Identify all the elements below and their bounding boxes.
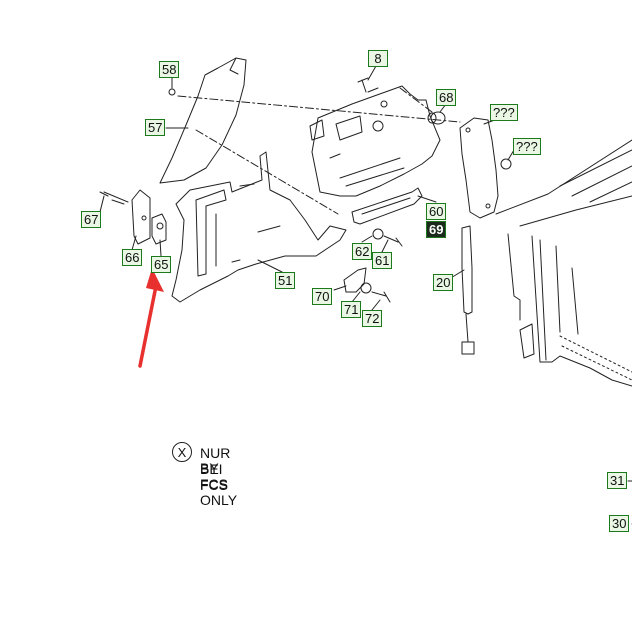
label-71: 71 — [341, 301, 362, 318]
label-8: 8 — [368, 50, 388, 67]
leader — [351, 291, 361, 303]
screw-67 — [99, 191, 129, 205]
leader — [131, 235, 137, 251]
label-62: 62 — [352, 243, 373, 260]
leader — [257, 259, 283, 273]
label-60: 60 — [426, 203, 447, 220]
screw-72 — [371, 291, 391, 303]
leader — [371, 299, 381, 311]
bolt-8 — [357, 77, 379, 93]
bracket-70 — [343, 267, 367, 293]
block-65 — [151, 213, 167, 245]
leader — [159, 239, 162, 257]
label-unknown-1: ??? — [490, 104, 518, 121]
label-68: 68 — [436, 89, 457, 106]
leader — [367, 65, 377, 81]
label-72: 72 — [362, 310, 383, 327]
washer-71 — [360, 282, 372, 294]
leader — [361, 235, 373, 243]
label-57: 57 — [145, 119, 166, 136]
leader — [381, 239, 389, 253]
plate-8-window — [335, 115, 363, 141]
plate-66 — [131, 189, 151, 245]
assembly-line — [399, 87, 433, 113]
cover-unknown — [459, 117, 499, 219]
frame-right — [495, 139, 632, 387]
legend-text-en: BY FCS ONLY — [200, 460, 238, 508]
plate-8-ribs — [329, 153, 405, 187]
label-20: 20 — [433, 274, 454, 291]
leader — [99, 195, 105, 213]
frame-inner — [507, 233, 579, 361]
label-65: 65 — [151, 256, 172, 273]
pointer-arrow — [138, 268, 164, 368]
label-30: 30 — [609, 515, 630, 532]
grommet-68 — [430, 111, 446, 125]
frame-rails — [559, 149, 632, 203]
bracket-51-hole — [239, 183, 255, 187]
leader — [417, 195, 437, 203]
legend-text-de: NUR BEI FCS — [200, 445, 231, 493]
bracket-51 — [171, 151, 347, 303]
assembly-line — [195, 129, 339, 215]
label-31: 31 — [607, 472, 628, 489]
label-61: 61 — [372, 252, 393, 269]
label-66: 66 — [122, 249, 143, 266]
label-67: 67 — [81, 211, 102, 228]
bracket-51-inner — [215, 213, 281, 267]
assembly-line — [177, 95, 461, 123]
frame-hatch — [559, 335, 632, 381]
rail-60 — [351, 187, 423, 225]
label-70: 70 — [312, 288, 333, 305]
bracket-51-slot — [195, 189, 227, 277]
label-51: 51 — [275, 272, 296, 289]
fastener-58 — [168, 88, 176, 96]
screw-61 — [383, 235, 403, 247]
label-69: 69 — [426, 221, 447, 238]
nut-unknown — [500, 158, 512, 170]
legend-marker: X — [172, 442, 192, 462]
panel-57-edge — [229, 57, 239, 75]
gas-strut-20 — [461, 225, 473, 315]
washer-62 — [372, 228, 384, 240]
leader — [333, 285, 347, 291]
label-unknown-2: ??? — [513, 138, 541, 155]
panel-57 — [159, 57, 247, 184]
plate-8 — [311, 85, 441, 197]
label-58: 58 — [159, 61, 180, 78]
